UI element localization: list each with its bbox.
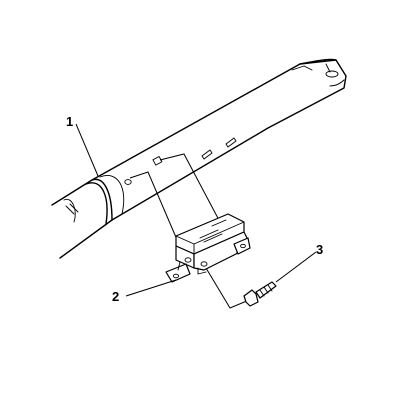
bolt <box>243 281 277 307</box>
callout-label-2: 2 <box>112 289 119 304</box>
column-tube <box>51 58 347 259</box>
callout-label-1: 1 <box>66 114 73 129</box>
bracket-assembly <box>165 213 251 283</box>
callout-1-leader <box>75 123 99 177</box>
callout-leaders <box>75 123 317 297</box>
callout-2-leader <box>125 279 177 297</box>
callout-3-leader <box>275 251 317 283</box>
callout-label-3: 3 <box>316 242 323 257</box>
